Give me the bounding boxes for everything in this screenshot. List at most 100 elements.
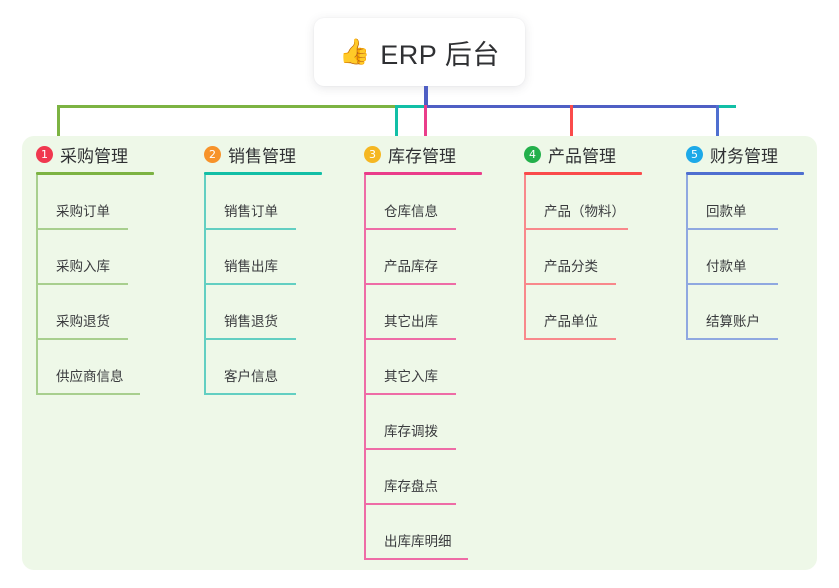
- leaf-item-underline: [36, 283, 128, 285]
- connector-drop-4: [570, 105, 573, 147]
- leaf-item[interactable]: 库存盘点: [364, 450, 510, 505]
- column-库存管理: 3 库存管理仓库信息产品库存其它出库其它入库库存调拨库存盘点出库库明细: [350, 136, 510, 560]
- leaf-item-underline: [36, 338, 128, 340]
- leaf-item[interactable]: 其它出库: [364, 285, 510, 340]
- leaf-item-label: 产品（物料）: [544, 204, 625, 219]
- root-node-card[interactable]: 👍 ERP 后台: [314, 18, 525, 86]
- leaf-item-underline: [204, 393, 296, 395]
- leaf-item[interactable]: 产品（物料）: [524, 175, 670, 230]
- column-underline: [524, 172, 642, 175]
- leaf-item-label: 产品库存: [384, 259, 438, 274]
- column-underline: [364, 172, 482, 175]
- leaf-item[interactable]: 结算账户: [686, 285, 832, 340]
- column-header[interactable]: 2 销售管理: [190, 136, 350, 172]
- leaf-list: 采购订单采购入库采购退货供应商信息: [36, 175, 182, 395]
- leaf-item-underline: [364, 338, 456, 340]
- thumbs-up-icon: 👍: [339, 37, 371, 66]
- leaf-item-label: 付款单: [706, 259, 747, 274]
- leaf-item-underline: [364, 393, 456, 395]
- column-number-badge: 5: [686, 145, 703, 163]
- column-underline: [204, 172, 322, 175]
- leaf-item-label: 其它入库: [384, 369, 438, 384]
- column-title: 库存管理: [388, 146, 456, 166]
- leaf-item-underline: [524, 338, 616, 340]
- leaf-item-underline: [204, 338, 296, 340]
- column-title: 产品管理: [548, 146, 616, 166]
- leaf-spine: [364, 175, 366, 560]
- column-underline: [36, 172, 154, 175]
- connector-bus-green: [57, 105, 397, 108]
- connector-root-stem: [424, 86, 428, 107]
- leaf-item-label: 销售退货: [224, 314, 278, 329]
- leaf-item-underline: [36, 393, 140, 395]
- leaf-item[interactable]: 销售出库: [204, 230, 350, 285]
- connector-drop-3: [424, 105, 427, 147]
- leaf-item-underline: [36, 228, 128, 230]
- leaf-item[interactable]: 销售订单: [204, 175, 350, 230]
- column-header[interactable]: 1 采购管理: [22, 136, 182, 172]
- leaf-item[interactable]: 采购入库: [36, 230, 182, 285]
- leaf-item[interactable]: 产品单位: [524, 285, 670, 340]
- leaf-item-underline: [364, 503, 456, 505]
- leaf-item-underline: [364, 283, 456, 285]
- leaf-item[interactable]: 其它入库: [364, 340, 510, 395]
- leaf-item[interactable]: 客户信息: [204, 340, 350, 395]
- column-number-badge: 3: [364, 145, 381, 163]
- leaf-spine: [686, 175, 688, 340]
- column-number-badge: 1: [36, 145, 53, 163]
- leaf-item[interactable]: 供应商信息: [36, 340, 182, 395]
- leaf-item[interactable]: 库存调拨: [364, 395, 510, 450]
- leaf-item-underline: [686, 228, 778, 230]
- leaf-item-underline: [524, 228, 628, 230]
- leaf-item-underline: [204, 228, 296, 230]
- leaf-item-label: 库存盘点: [384, 479, 438, 494]
- leaf-item-label: 采购退货: [56, 314, 110, 329]
- column-title: 销售管理: [228, 146, 296, 166]
- leaf-item-underline: [364, 448, 456, 450]
- column-header[interactable]: 3 库存管理: [350, 136, 510, 172]
- leaf-spine: [204, 175, 206, 395]
- leaf-item-underline: [204, 283, 296, 285]
- column-采购管理: 1 采购管理采购订单采购入库采购退货供应商信息: [22, 136, 182, 395]
- leaf-item-underline: [364, 558, 468, 560]
- connector-drop-5: [716, 105, 719, 147]
- leaf-item-label: 销售订单: [224, 204, 278, 219]
- connector-drop-2: [395, 105, 398, 147]
- leaf-item-label: 产品单位: [544, 314, 598, 329]
- leaf-item-label: 采购入库: [56, 259, 110, 274]
- leaf-item[interactable]: 回款单: [686, 175, 832, 230]
- leaf-item-label: 回款单: [706, 204, 747, 219]
- leaf-item[interactable]: 采购订单: [36, 175, 182, 230]
- leaf-item[interactable]: 销售退货: [204, 285, 350, 340]
- leaf-item[interactable]: 仓库信息: [364, 175, 510, 230]
- page-title: ERP 后台: [380, 39, 500, 70]
- diagram-panel: [22, 136, 817, 570]
- leaf-item-label: 出库库明细: [384, 534, 452, 549]
- leaf-list: 产品（物料） 产品分类产品单位: [524, 175, 670, 340]
- leaf-item-label: 客户信息: [224, 369, 278, 384]
- leaf-list: 回款单付款单结算账户: [686, 175, 832, 340]
- leaf-item[interactable]: 产品库存: [364, 230, 510, 285]
- leaf-item-label: 采购订单: [56, 204, 110, 219]
- leaf-item-label: 库存调拨: [384, 424, 438, 439]
- leaf-list: 仓库信息产品库存其它出库其它入库库存调拨库存盘点出库库明细: [364, 175, 510, 560]
- leaf-item[interactable]: 出库库明细: [364, 505, 510, 560]
- leaf-item-underline: [524, 283, 616, 285]
- leaf-item[interactable]: 采购退货: [36, 285, 182, 340]
- leaf-item[interactable]: 产品分类: [524, 230, 670, 285]
- leaf-item-label: 销售出库: [224, 259, 278, 274]
- leaf-item-label: 供应商信息: [56, 369, 124, 384]
- leaf-spine: [36, 175, 38, 395]
- column-header[interactable]: 5 财务管理: [672, 136, 832, 172]
- column-container: 1 采购管理采购订单采购入库采购退货供应商信息 2 销售管理销售订单销售出库销售退货客…: [22, 136, 817, 570]
- column-title: 财务管理: [710, 146, 778, 166]
- leaf-item-label: 结算账户: [706, 314, 760, 329]
- column-number-badge: 2: [204, 145, 221, 163]
- column-销售管理: 2 销售管理销售订单销售出库销售退货客户信息: [190, 136, 350, 395]
- leaf-item-label: 其它出库: [384, 314, 438, 329]
- leaf-item[interactable]: 付款单: [686, 230, 832, 285]
- leaf-spine: [524, 175, 526, 340]
- column-title: 采购管理: [60, 146, 128, 166]
